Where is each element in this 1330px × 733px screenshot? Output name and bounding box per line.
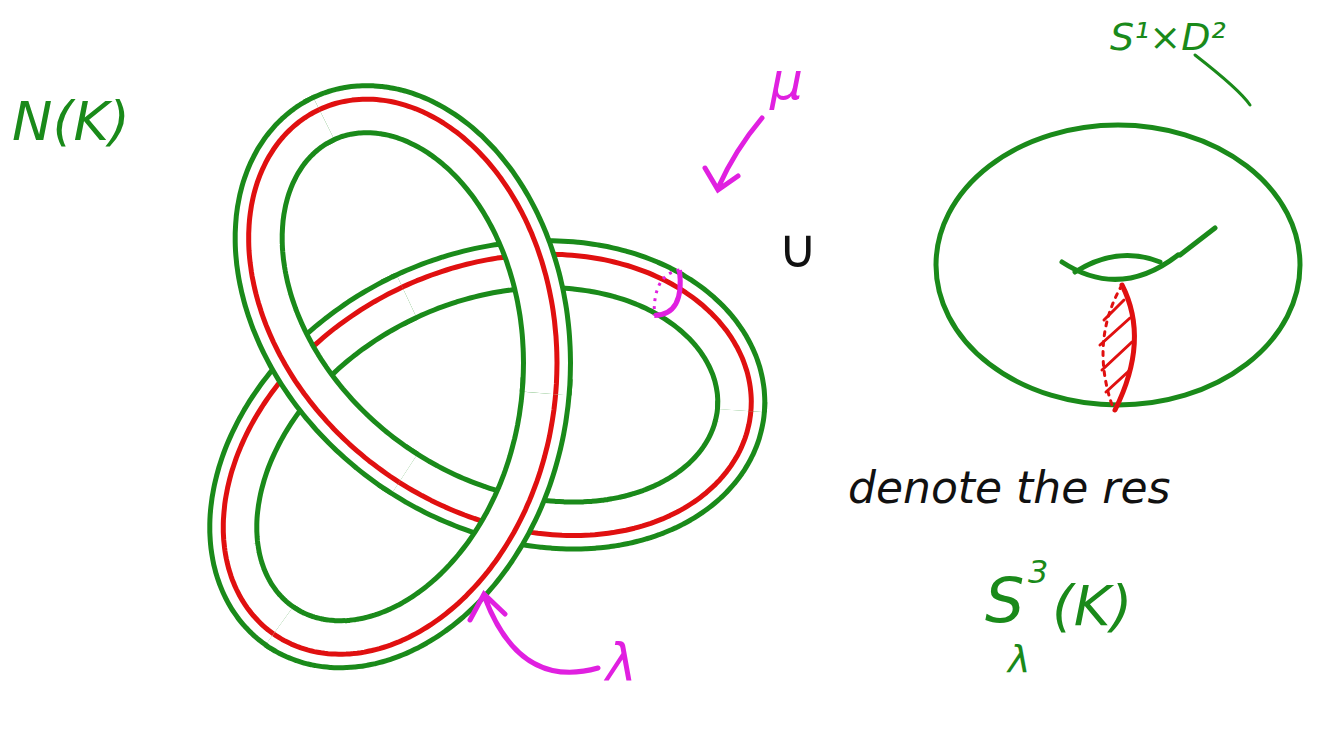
longitude-arrow xyxy=(470,594,598,672)
disk-hatching xyxy=(1100,300,1132,392)
note-text: denote the res xyxy=(848,466,1170,510)
solid-torus xyxy=(936,55,1300,410)
tube-wall xyxy=(316,109,547,393)
knot-neighbourhood-label: N(K) xyxy=(12,95,130,149)
longitude-label: λ xyxy=(606,636,637,688)
surgery-knot: (K) xyxy=(1052,578,1132,634)
meridian-label: μ xyxy=(770,55,803,107)
torus-hole xyxy=(1062,255,1178,279)
torus-outline xyxy=(936,125,1300,405)
curve-marks xyxy=(470,118,762,672)
solid-torus-label: S¹×D² xyxy=(1110,18,1226,56)
meridian-curve xyxy=(654,270,680,316)
trefoil-neighbourhood xyxy=(223,99,751,654)
leader-line xyxy=(1195,55,1250,105)
meridian-curve xyxy=(654,270,679,316)
longitude-curve xyxy=(249,110,400,483)
union-symbol: ∪ xyxy=(778,222,818,276)
surgery-subscript: λ xyxy=(1008,640,1031,678)
torus-hole xyxy=(1075,255,1160,272)
tube-wall xyxy=(259,119,405,474)
meridian-arrow xyxy=(705,118,762,190)
tube-segment xyxy=(249,110,405,483)
torus-hole xyxy=(1180,228,1215,255)
tube-segment xyxy=(311,99,558,394)
tube-inside xyxy=(259,119,405,474)
tube-inside xyxy=(316,109,547,393)
surgery-symbol: S xyxy=(985,570,1024,632)
surgery-superscript: 3 xyxy=(1028,556,1048,588)
tube-segment xyxy=(386,401,751,535)
longitude-curve xyxy=(311,99,558,394)
longitude-curve xyxy=(386,401,751,535)
